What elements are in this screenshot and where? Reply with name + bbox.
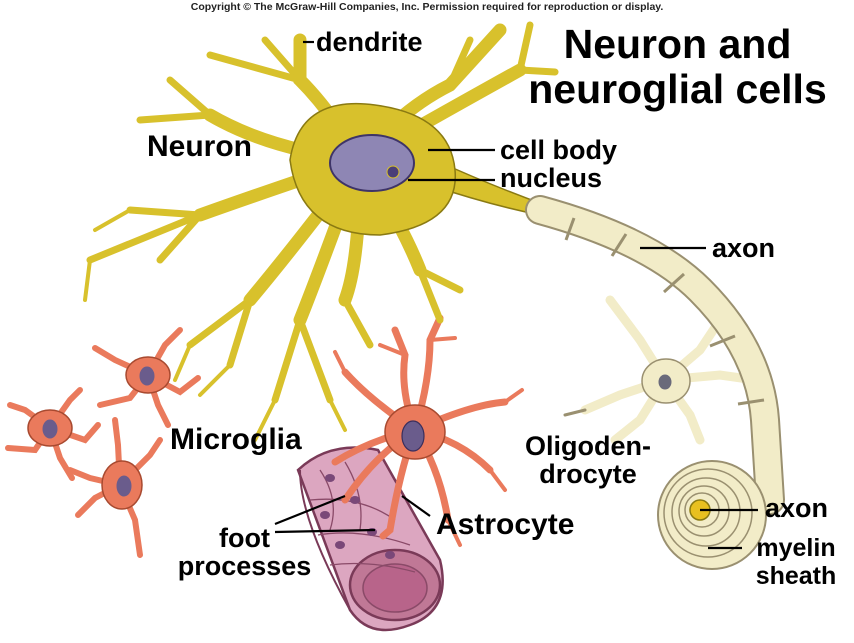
oligodendrocyte-cell — [563, 295, 760, 445]
label-foot-processes-line-1: foot — [219, 523, 270, 553]
label-microglia: Microglia — [170, 423, 302, 456]
label-astrocyte: Astrocyte — [436, 508, 575, 541]
label-myelin-sheath-line-1: myelin — [756, 534, 836, 562]
leader-lines — [274, 40, 758, 550]
myelinated-axon — [525, 195, 785, 570]
label-axon-bottom: axon — [765, 493, 829, 523]
title-line-2: neuroglial cells — [528, 66, 827, 112]
label-nucleus: nucleus — [500, 163, 603, 193]
neuron-cell — [83, 21, 559, 442]
label-oligodendrocyte: Oligoden- drocyte — [508, 432, 668, 488]
label-axon-top: axon — [712, 233, 776, 263]
copyright-notice: Copyright © The McGraw-Hill Companies, I… — [190, 1, 664, 13]
label-oligodendrocyte-line-2: drocyte — [539, 459, 637, 489]
label-dendrite: dendrite — [316, 27, 423, 57]
label-oligodendrocyte-line-1: Oligoden- — [525, 431, 651, 461]
label-foot-processes-line-2: processes — [177, 551, 312, 581]
astrocyte-cell — [331, 314, 524, 547]
label-myelin-sheath-line-2: sheath — [755, 562, 837, 590]
label-cell-body: cell body — [500, 135, 618, 165]
blood-vessel — [296, 446, 444, 632]
diagram-title: Neuron and neuroglial cells — [505, 22, 850, 112]
title-line-1: Neuron and — [563, 21, 792, 67]
label-myelin-sheath: myelin sheath — [742, 534, 850, 590]
microglia-cells — [5, 327, 201, 558]
label-neuron: Neuron — [147, 130, 252, 163]
label-foot-processes: foot processes — [162, 524, 327, 580]
